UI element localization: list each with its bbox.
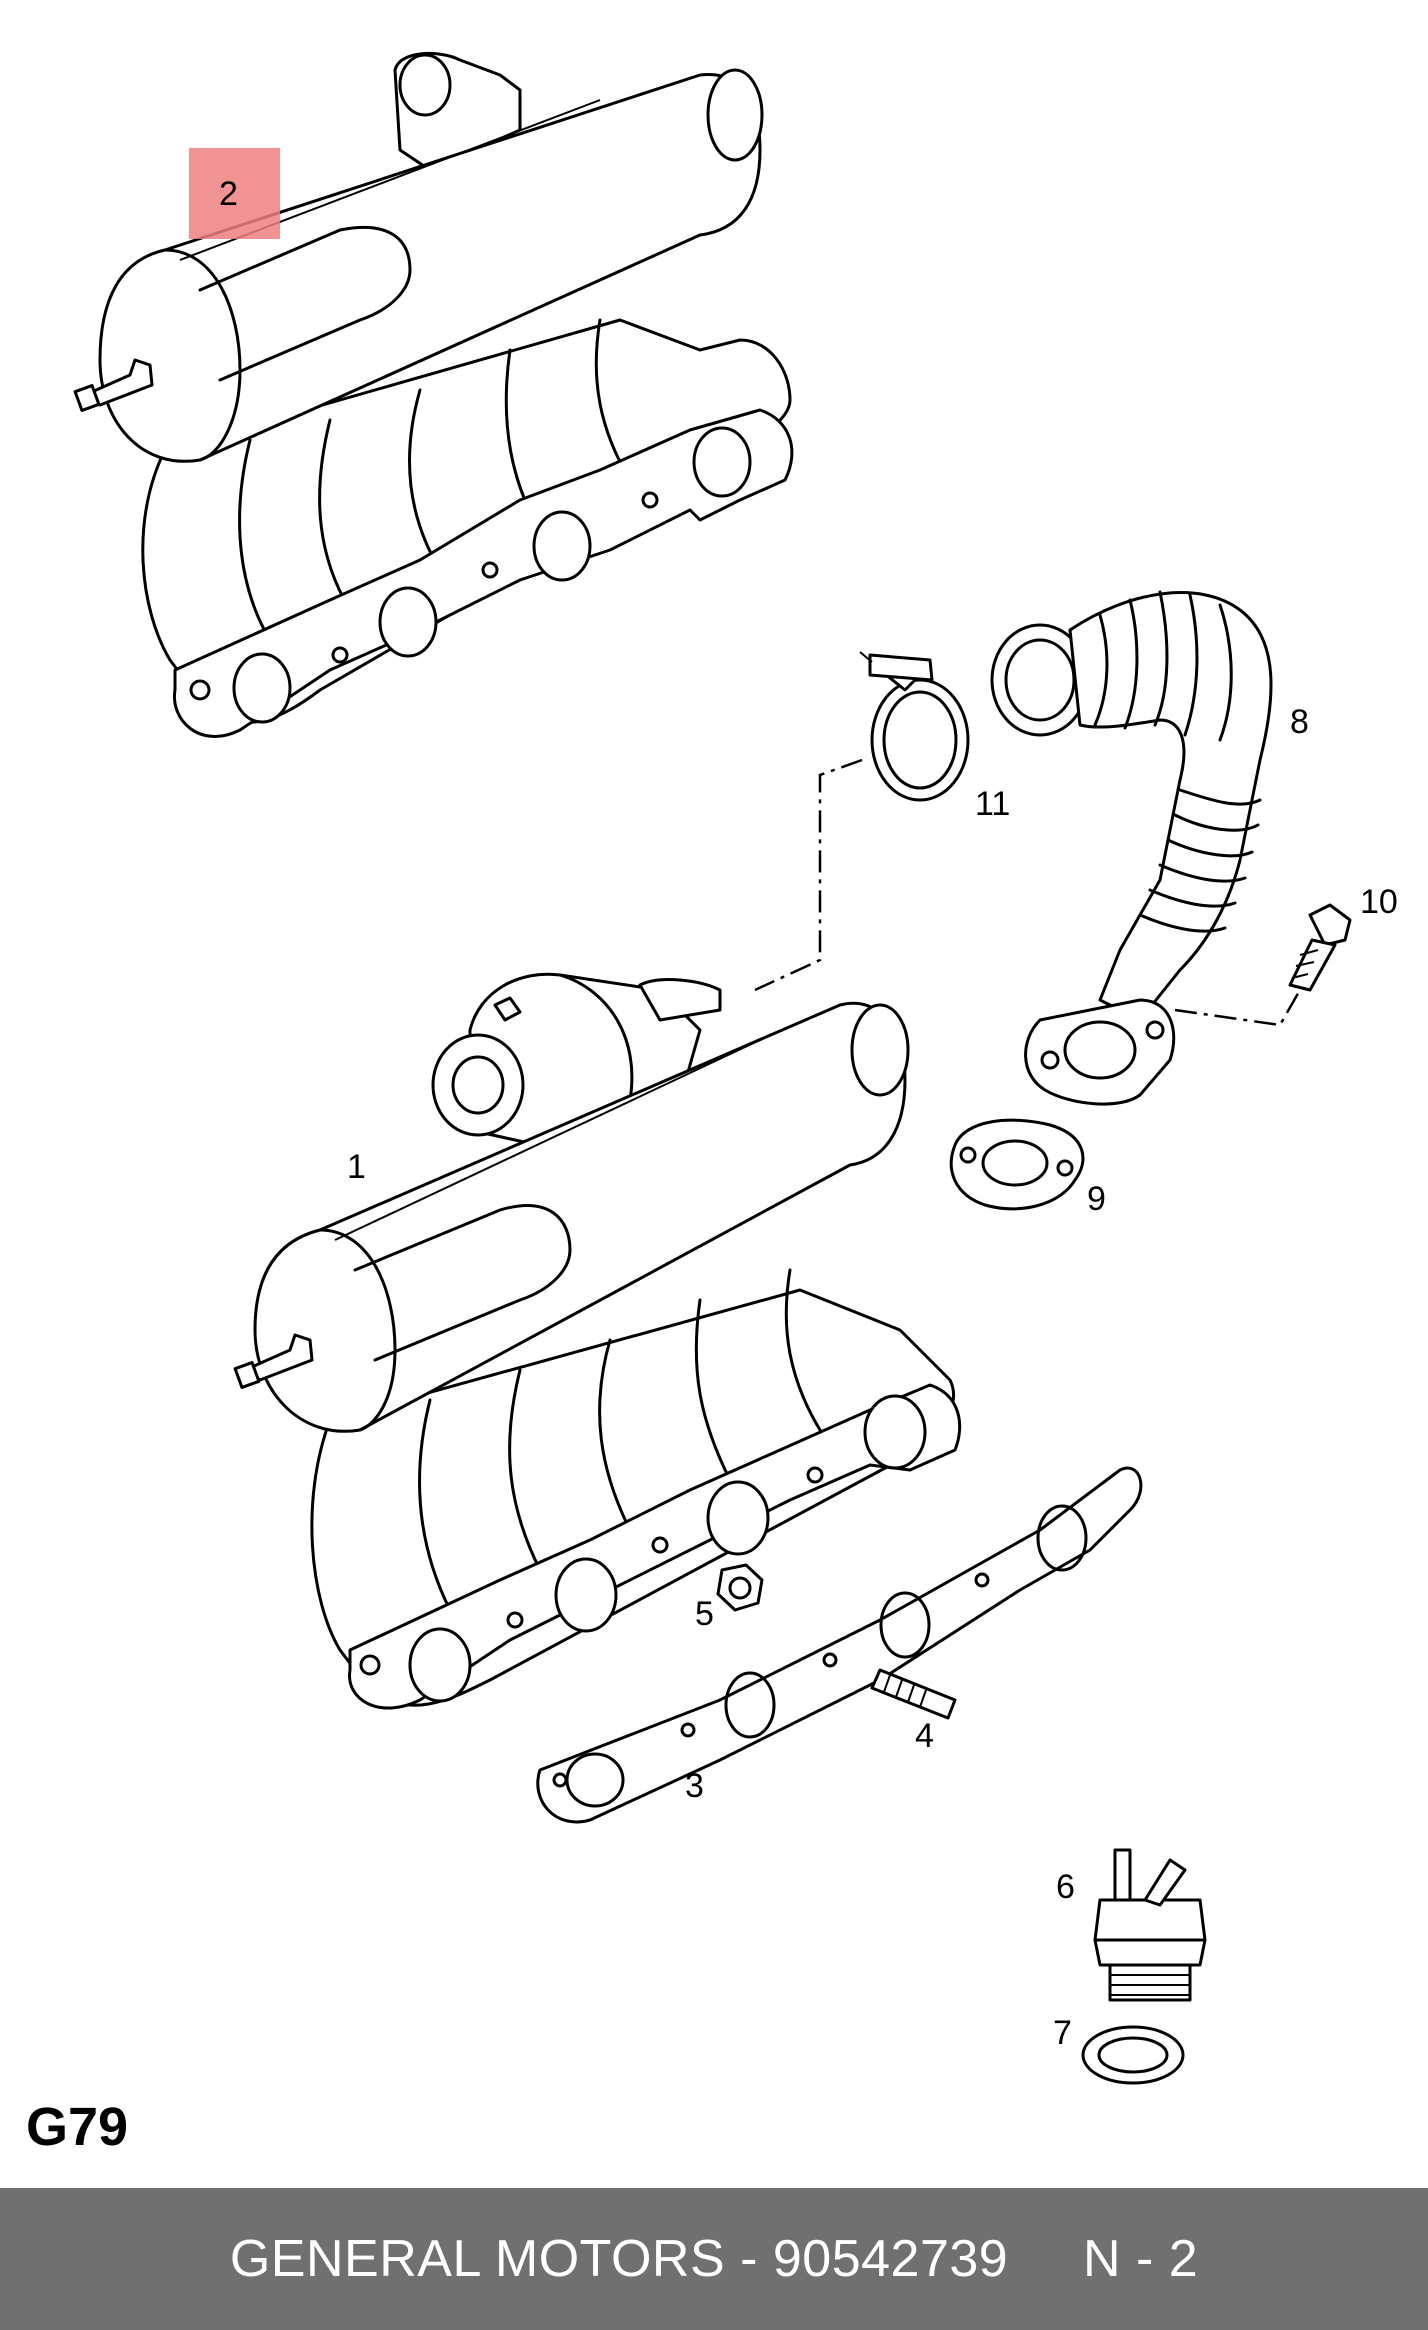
callout-10: 10 [1360, 883, 1398, 921]
callout-6: 6 [1056, 1868, 1075, 1906]
callout-8: 8 [1290, 703, 1309, 741]
diagram-code: G79 [26, 2097, 129, 2157]
callout-5: 5 [695, 1595, 714, 1633]
egr-pipe-8 [990, 590, 1273, 1106]
callout-1: 1 [347, 1148, 366, 1186]
leader-line-bolt [1174, 989, 1302, 1027]
footer-text: GENERAL MOTORS - 90542739 N - 2 [229, 2230, 1199, 2288]
callout-7: 7 [1053, 2014, 1072, 2052]
nut-5 [716, 1563, 764, 1612]
callout-4: 4 [915, 1717, 934, 1755]
washer-7 [1081, 2025, 1185, 2085]
leader-line-clamp [754, 758, 863, 992]
intake-manifold-upper [73, 51, 794, 738]
callout-3: 3 [685, 1767, 704, 1805]
callout-9: 9 [1087, 1180, 1106, 1218]
callout-2: 2 [219, 175, 238, 213]
intake-manifold-1 [233, 972, 962, 1710]
clamp-11 [859, 651, 970, 802]
parts-diagram: 1 2 3 4 5 6 7 8 9 10 11 [73, 51, 1398, 2085]
footer-bar: GENERAL MOTORS - 90542739 N - 2 [0, 2188, 1428, 2330]
gasket-9 [949, 1118, 1085, 1211]
part-2-highlight [189, 148, 280, 239]
stud-4 [870, 1668, 957, 1720]
bolt-10 [1288, 903, 1352, 992]
manifold-gasket-3 [536, 1466, 1143, 1824]
sensor-6 [1093, 1848, 1207, 2002]
callout-11: 11 [975, 785, 1010, 823]
